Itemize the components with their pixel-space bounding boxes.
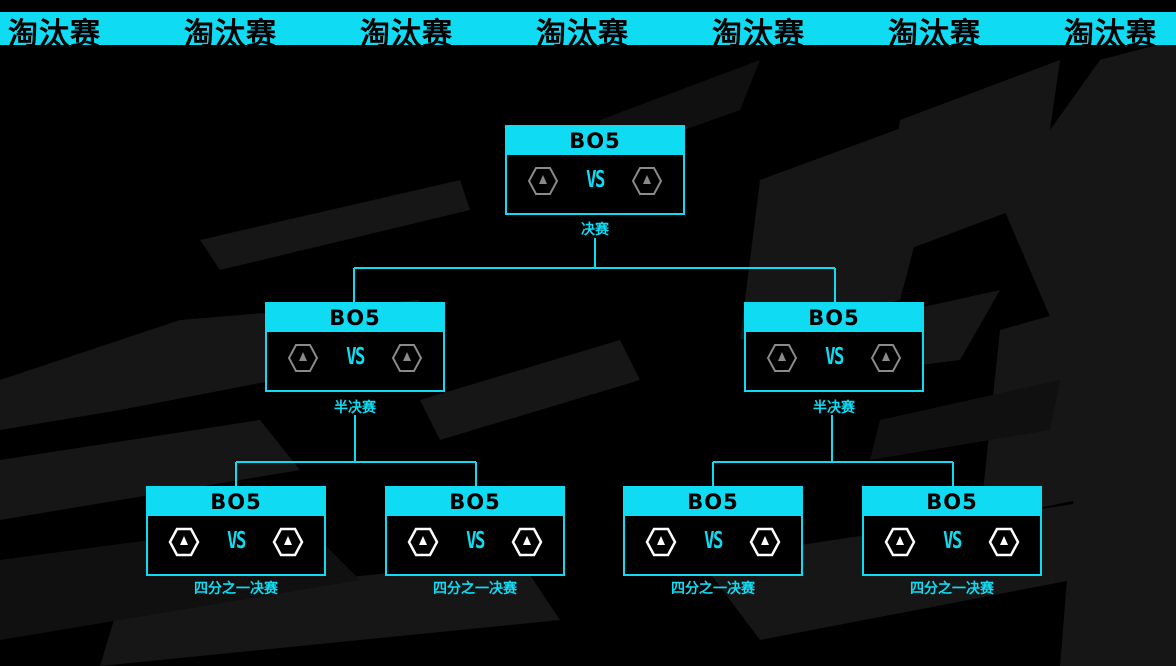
semifinal-match-card[interactable]: BO5 VS [744, 302, 924, 392]
match-format: BO5 [864, 488, 1040, 516]
banner-word: 淘汰赛 [8, 17, 101, 45]
team-slot-hex-icon[interactable] [645, 527, 677, 557]
round-label-semifinal: 半决赛 [813, 400, 855, 416]
round-label-semifinal: 半决赛 [334, 400, 376, 416]
team-slot-hex-icon[interactable] [870, 343, 902, 373]
vs-label: VS [346, 344, 365, 370]
team-slot-hex-icon[interactable] [272, 527, 304, 557]
banner-word: 淘汰赛 [536, 17, 629, 45]
vs-label: VS [466, 528, 485, 554]
quarterfinal-match-card[interactable]: BO5 VS [862, 486, 1042, 576]
final-match-card[interactable]: BO5 VS [505, 125, 685, 215]
match-format: BO5 [507, 127, 683, 155]
match-format: BO5 [625, 488, 801, 516]
team-slot-hex-icon[interactable] [988, 527, 1020, 557]
title-banner: 淘汰赛 淘汰赛 淘汰赛 淘汰赛 淘汰赛 淘汰赛 淘汰赛 [0, 12, 1176, 45]
team-slot-hex-icon[interactable] [407, 527, 439, 557]
match-format: BO5 [387, 488, 563, 516]
team-slot-hex-icon[interactable] [168, 527, 200, 557]
vs-label: VS [227, 528, 246, 554]
round-label-quarterfinal: 四分之一决赛 [433, 581, 517, 597]
team-slot-hex-icon[interactable] [287, 343, 319, 373]
match-format: BO5 [148, 488, 324, 516]
team-slot-hex-icon[interactable] [766, 343, 798, 373]
team-slot-hex-icon[interactable] [884, 527, 916, 557]
team-slot-hex-icon[interactable] [631, 166, 663, 196]
quarterfinal-match-card[interactable]: BO5 VS [146, 486, 326, 576]
round-label-quarterfinal: 四分之一决赛 [910, 581, 994, 597]
team-slot-hex-icon[interactable] [749, 527, 781, 557]
banner-word: 淘汰赛 [360, 17, 453, 45]
banner-word: 淘汰赛 [184, 17, 277, 45]
vs-label: VS [586, 167, 605, 193]
team-slot-hex-icon[interactable] [527, 166, 559, 196]
quarterfinal-match-card[interactable]: BO5 VS [623, 486, 803, 576]
banner-word: 淘汰赛 [888, 17, 981, 45]
match-format: BO5 [267, 304, 443, 332]
banner-word: 淘汰赛 [712, 17, 805, 45]
quarterfinal-match-card[interactable]: BO5 VS [385, 486, 565, 576]
round-label-final: 决赛 [581, 222, 609, 238]
round-label-quarterfinal: 四分之一决赛 [671, 581, 755, 597]
vs-label: VS [825, 344, 844, 370]
banner-word: 淘汰赛 [1064, 17, 1157, 45]
vs-label: VS [704, 528, 723, 554]
team-slot-hex-icon[interactable] [391, 343, 423, 373]
match-format: BO5 [746, 304, 922, 332]
team-slot-hex-icon[interactable] [511, 527, 543, 557]
round-label-quarterfinal: 四分之一决赛 [194, 581, 278, 597]
vs-label: VS [943, 528, 962, 554]
semifinal-match-card[interactable]: BO5 VS [265, 302, 445, 392]
